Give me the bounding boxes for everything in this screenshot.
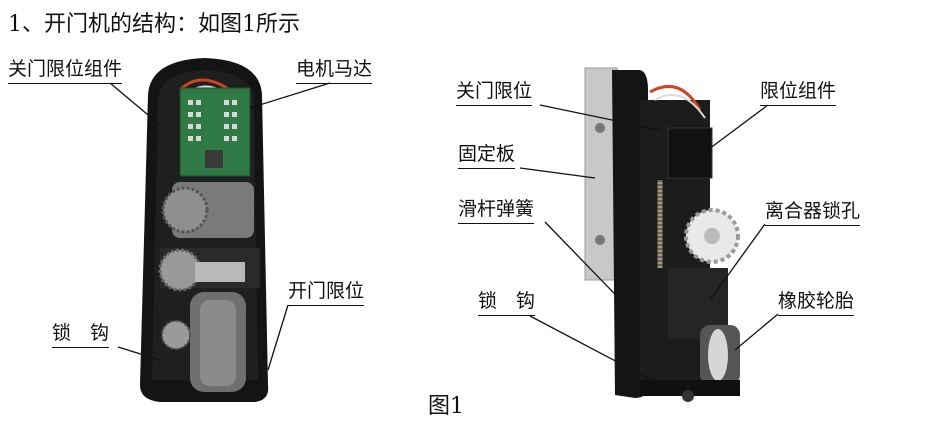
- label-lock-hook-right: 锁 钩: [478, 292, 536, 316]
- leader-lines-right: [519, 104, 779, 396]
- page-title: 1、开门机的结构：如图1所示: [8, 12, 300, 37]
- label-fixing-plate: 固定板: [458, 145, 516, 169]
- figure-caption: 图1: [428, 394, 464, 419]
- label-motor: 电机马达: [296, 60, 373, 84]
- label-close-limit-assembly: 关门限位组件: [8, 60, 123, 84]
- label-rubber-tire: 橡胶轮胎: [778, 292, 855, 316]
- label-lock-hook-left: 锁 钩: [52, 324, 110, 348]
- label-close-limit: 关门限位: [456, 82, 533, 106]
- label-clutch-lock-hole: 离合器锁孔: [765, 202, 861, 226]
- leader-lines-left: [109, 82, 331, 371]
- label-open-limit: 开门限位: [288, 282, 365, 306]
- label-slide-spring: 滑杆弹簧: [458, 200, 535, 224]
- right-device-photo: [584, 67, 740, 402]
- left-device-photo: [140, 58, 269, 402]
- label-limit-assembly: 限位组件: [760, 82, 837, 106]
